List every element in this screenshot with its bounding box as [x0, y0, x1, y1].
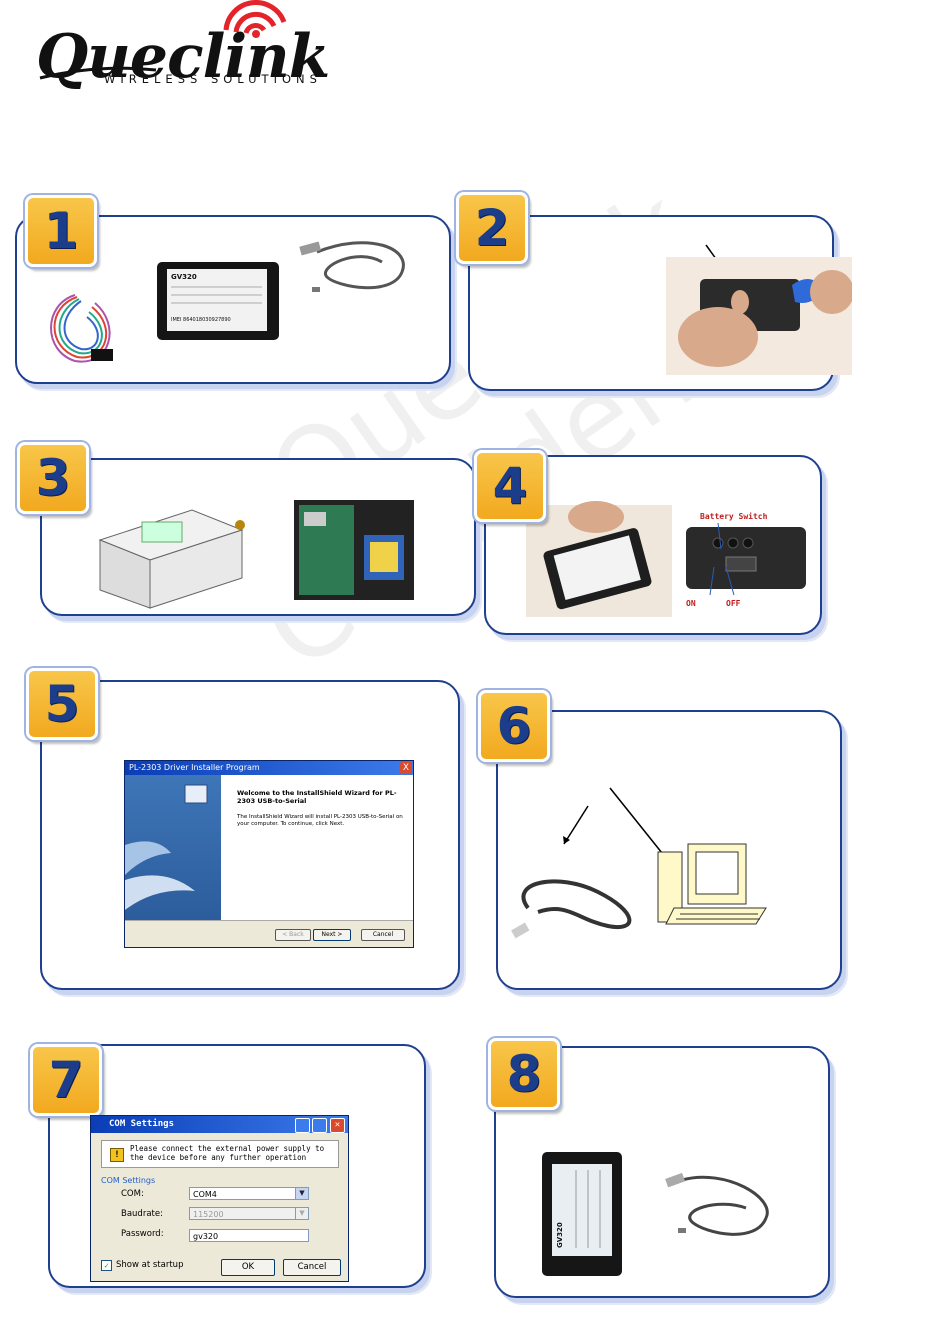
back-button[interactable]: < Back — [275, 929, 311, 941]
step-5-badge: 5 — [26, 668, 98, 740]
usb-cable-icon — [299, 241, 405, 292]
installer-button-bar: < Back Next > Cancel — [125, 920, 413, 947]
svg-text:IMEI 864018030927890: IMEI 864018030927890 — [171, 317, 231, 323]
warning-icon: ! — [110, 1148, 124, 1162]
queclink-logo: Queclink WIRELESS SOLUTIONS — [36, 0, 346, 95]
baudrate-select[interactable]: 115200 ▼ — [189, 1207, 309, 1220]
step-6-panel — [496, 710, 842, 990]
ok-button[interactable]: OK — [221, 1259, 275, 1276]
step-number: 1 — [43, 202, 79, 260]
cancel-button[interactable]: Cancel — [283, 1259, 341, 1276]
cancel-button[interactable]: Cancel — [361, 929, 405, 941]
step-number: 2 — [474, 199, 510, 257]
step-7-badge: 7 — [30, 1044, 102, 1116]
step-number: 6 — [496, 697, 532, 755]
thumb-icon — [731, 290, 749, 314]
svg-text:GV320: GV320 — [556, 1222, 564, 1248]
desktop-computer-icon — [657, 843, 767, 925]
step-6-illustration — [511, 787, 767, 939]
installer-side-banner — [125, 775, 221, 921]
battery-on-label: ON — [686, 599, 696, 608]
step-2-badge: 2 — [456, 192, 528, 264]
step-1-badge: 1 — [25, 195, 97, 267]
step-number: 3 — [35, 449, 71, 507]
opened-device-photo-icon — [294, 500, 414, 600]
installer-body: The InstallShield Wizard will install PL… — [237, 814, 403, 827]
baudrate-label: Baudrate: — [121, 1209, 163, 1219]
svg-text:GV320: GV320 — [171, 273, 197, 281]
com-port-label: COM: — [121, 1189, 144, 1199]
chevron-down-icon[interactable]: ▼ — [295, 1188, 308, 1199]
step-4-illustration — [526, 501, 806, 617]
logo-tagline: WIRELESS SOLUTIONS — [104, 72, 322, 86]
battery-off-label: OFF — [726, 599, 741, 608]
power-warning-box: ! Please connect the external power supp… — [101, 1140, 339, 1168]
step-number: 4 — [492, 457, 528, 515]
step-number: 7 — [48, 1051, 84, 1109]
installer-heading: Welcome to the InstallShield Wizard for … — [237, 789, 397, 805]
logo-wordmark: Queclink — [36, 22, 330, 92]
step-2-illustration — [666, 244, 852, 375]
step-2-panel — [468, 215, 852, 391]
driver-installer-window: PL-2303 Driver Installer Program X Welco… — [124, 760, 414, 948]
step-3-badge: 3 — [17, 442, 89, 514]
step-1-illustration: GV320 IMEI 864018030927890 — [50, 241, 405, 363]
maximize-button[interactable] — [312, 1118, 327, 1133]
gv320-device-icon: GV320 IMEI 864018030927890 — [157, 262, 279, 340]
com-port-select[interactable]: COM4 ▼ — [189, 1187, 309, 1200]
step-3-illustration — [98, 500, 414, 609]
show-startup-checkbox[interactable]: ✓ — [101, 1260, 112, 1271]
com-settings-dialog: COM Settings ✕ ! Please connect the exte… — [90, 1115, 349, 1282]
show-startup-label: Show at startup — [116, 1260, 184, 1270]
password-value: gv320 — [193, 1232, 219, 1241]
step-4-panel: Battery Switch ON OFF — [484, 455, 822, 635]
wire-harness-icon — [50, 294, 113, 363]
com-title-bar: COM Settings ✕ — [91, 1116, 348, 1133]
confidential-watermark: Queclink Confidential — [110, 70, 919, 737]
minimize-button[interactable] — [295, 1118, 310, 1133]
device-in-hands-icon — [543, 528, 652, 610]
step-8-illustration: GV320 — [542, 1152, 769, 1276]
password-label: Password: — [121, 1229, 164, 1239]
com-dialog-title: COM Settings — [109, 1119, 175, 1129]
step-number: 5 — [44, 675, 80, 733]
step-8-panel: GV320 — [494, 1046, 830, 1298]
next-button[interactable]: Next > — [313, 929, 351, 941]
com-settings-group-label: COM Settings — [101, 1176, 156, 1185]
usb-cable-icon — [665, 1172, 769, 1236]
com-port-value: COM4 — [193, 1190, 217, 1199]
usb-cable-icon — [511, 879, 632, 939]
arrow-to-cable-icon — [563, 805, 589, 845]
installer-title: PL-2303 Driver Installer Program — [129, 763, 260, 772]
step-number: 8 — [506, 1045, 542, 1103]
wireless-signal-icon — [39, 0, 287, 80]
hand-icon — [678, 307, 758, 367]
close-button[interactable]: ✕ — [330, 1118, 345, 1133]
step-4-badge: 4 — [474, 450, 546, 522]
chevron-down-icon[interactable]: ▼ — [295, 1208, 308, 1219]
step-3-panel — [40, 458, 476, 616]
battery-switch-label: Battery Switch — [700, 512, 768, 521]
installer-banner-icon — [125, 784, 208, 910]
baudrate-value: 115200 — [193, 1210, 224, 1219]
installer-title-bar: PL-2303 Driver Installer Program X — [125, 761, 413, 775]
step-6-badge: 6 — [478, 690, 550, 762]
power-warning-text: Please connect the external power supply… — [130, 1144, 325, 1162]
password-input[interactable]: gv320 — [189, 1229, 309, 1242]
device-side-view-icon — [686, 522, 806, 596]
installer-close-button[interactable]: X — [400, 762, 412, 774]
arrow-to-computer-icon — [609, 787, 667, 859]
step-8-badge: 8 — [488, 1038, 560, 1110]
second-hand-icon — [810, 270, 852, 314]
gv320-device-icon: GV320 — [542, 1152, 622, 1276]
open-case-diagram-icon — [98, 509, 245, 609]
